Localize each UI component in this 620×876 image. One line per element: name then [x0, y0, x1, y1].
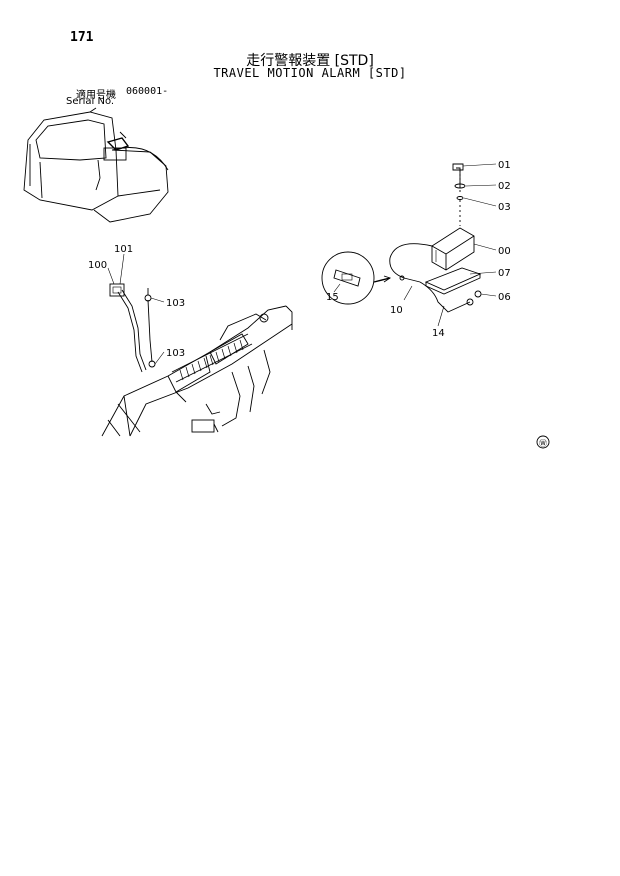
callout-100: 100	[88, 260, 107, 271]
corner-mark: Ⓦ	[539, 439, 547, 448]
serial-label-english: Serial No.	[66, 96, 115, 107]
callout-06: 06	[498, 292, 511, 303]
diagram-title-japanese: 走行警報装置 [STD]	[246, 53, 374, 69]
serial-number-value: 060001-	[126, 86, 169, 97]
diagram-title-english: TRAVEL MOTION ALARM [STD]	[213, 66, 407, 80]
callout-103-upper: 103	[166, 298, 185, 309]
callout-01: 01	[498, 160, 511, 171]
page-number: 171	[70, 30, 94, 45]
callout-07: 07	[498, 268, 511, 279]
callout-leader-lines	[107, 163, 497, 365]
callout-14: 14	[432, 328, 445, 339]
callout-101: 101	[114, 244, 133, 255]
callout-15: 15	[326, 292, 339, 303]
corner-mark-circle	[536, 435, 550, 449]
excavator-overview-illustration	[23, 107, 169, 223]
callout-10: 10	[390, 305, 403, 316]
callout-103-lower: 103	[166, 348, 185, 359]
serial-label-japanese: 適用号機	[76, 90, 116, 101]
callout-00: 00	[498, 246, 511, 257]
alarm-assembly-illustration	[321, 163, 482, 313]
callout-02: 02	[498, 181, 511, 192]
frame-and-harness-illustration	[101, 283, 293, 437]
callout-03: 03	[498, 202, 511, 213]
